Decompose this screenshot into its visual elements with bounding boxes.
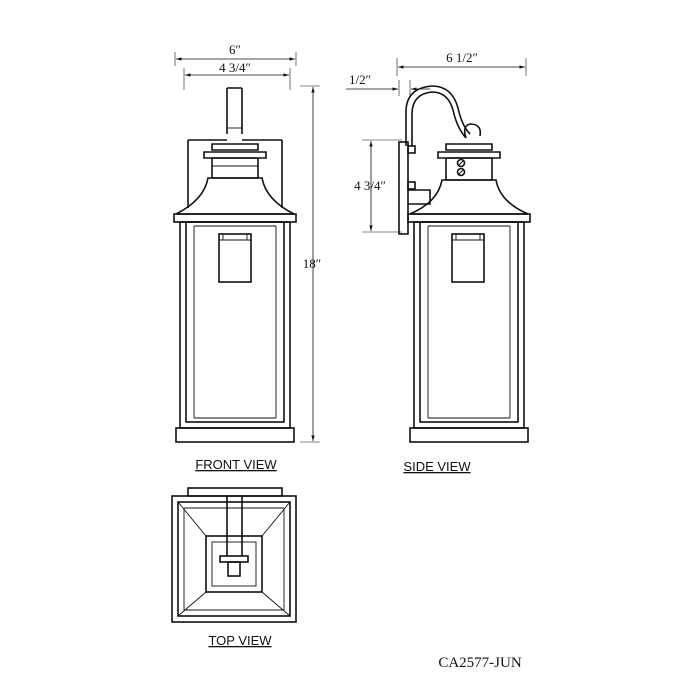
side-offset-dimension: 1/2″ <box>346 72 430 96</box>
side-view-drawing: 6 1/2″ 1/2″ 4 3/4″ <box>346 50 531 474</box>
front-view-title: FRONT VIEW <box>195 457 277 472</box>
side-depth-label: 6 1/2″ <box>446 50 478 65</box>
front-width-dimension: 6″ <box>174 42 297 66</box>
side-backplate-label: 4 3/4″ <box>354 178 386 193</box>
front-width-label: 6″ <box>229 42 241 57</box>
side-offset-label: 1/2″ <box>349 72 371 87</box>
front-inner-width-dimension: 4 3/4″ <box>183 60 291 90</box>
top-view-drawing: TOP VIEW <box>171 487 297 648</box>
side-view-title: SIDE VIEW <box>403 459 471 474</box>
front-height-dimension: 18″ <box>300 85 321 443</box>
side-depth-dimension: 6 1/2″ <box>396 50 527 76</box>
side-backplate-dimension: 4 3/4″ <box>354 139 402 233</box>
top-view-title: TOP VIEW <box>208 633 272 648</box>
front-height-label: 18″ <box>303 256 321 271</box>
front-view-drawing: 6″ 4 3/4″ 18″ <box>173 42 321 472</box>
model-code: CA2577-JUN <box>438 655 522 671</box>
front-inner-width-label: 4 3/4″ <box>219 60 251 75</box>
